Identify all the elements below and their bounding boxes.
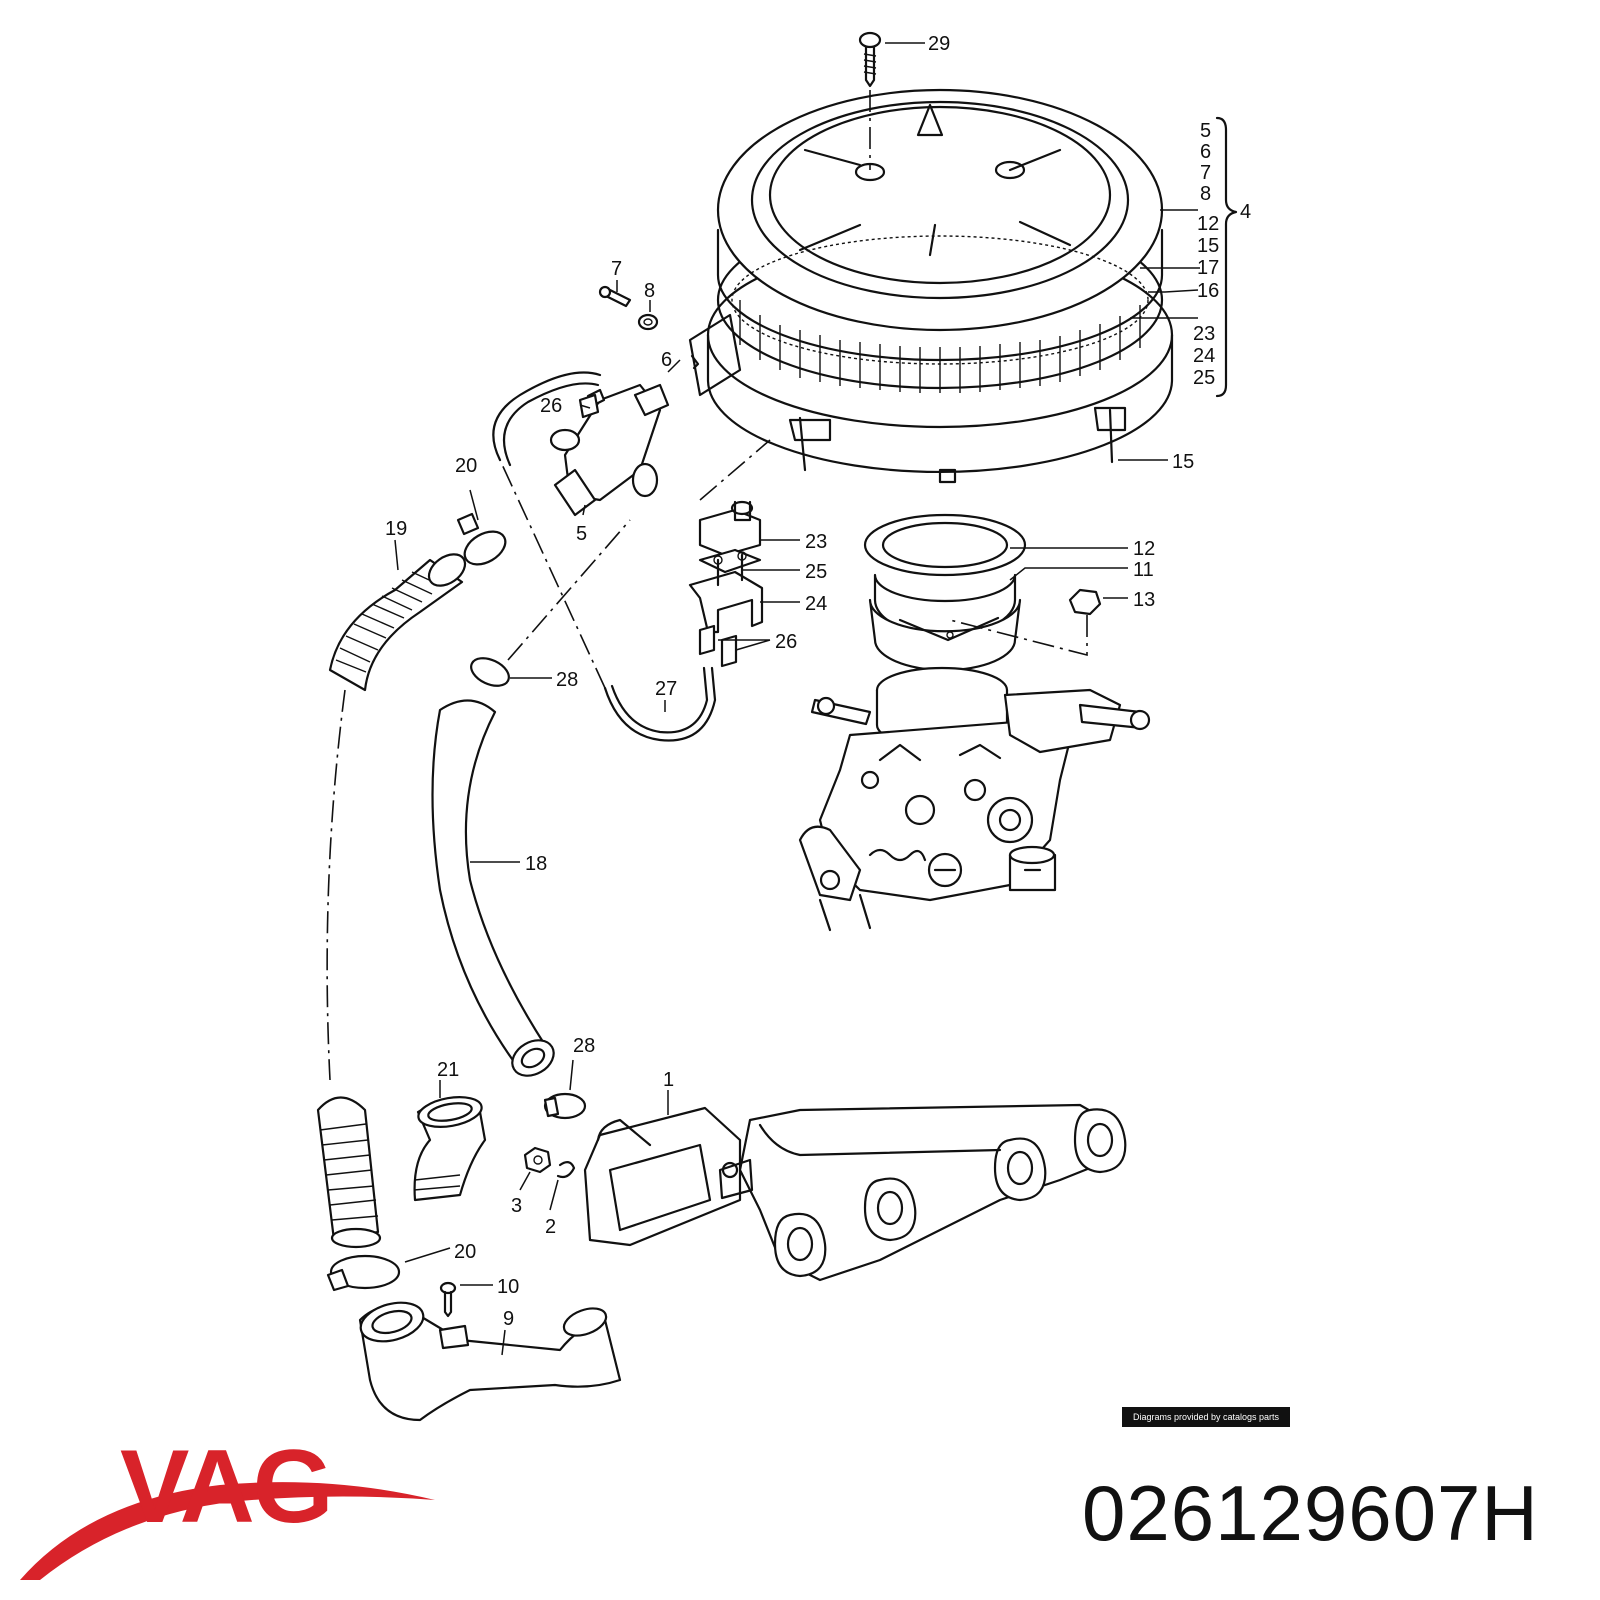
part-number: 026129607H bbox=[1082, 1469, 1539, 1557]
callout-23-bracket: 23 bbox=[805, 531, 827, 553]
callout-6: 6 bbox=[1200, 141, 1211, 163]
callout-8-washer: 8 bbox=[644, 280, 655, 302]
bracket-assembly bbox=[688, 439, 771, 668]
callout-5: 5 bbox=[1200, 120, 1211, 142]
hose-18 bbox=[431, 699, 555, 1077]
shroud-1 bbox=[583, 1106, 742, 1247]
hose-27 bbox=[499, 459, 717, 742]
callout-20-top: 20 bbox=[455, 455, 477, 477]
callout-29: 29 bbox=[928, 33, 950, 55]
hose-19 bbox=[326, 553, 467, 1081]
diagram-credit: Diagrams provided by catalogs parts bbox=[1122, 1407, 1290, 1427]
callout-1: 1 bbox=[663, 1069, 674, 1091]
adapter-11 bbox=[868, 573, 1022, 672]
clamp-20-top bbox=[456, 512, 507, 566]
callout-24-bracket: 24 bbox=[805, 593, 827, 615]
callout-12-gasket: 12 bbox=[1133, 538, 1155, 560]
callout-15: 15 bbox=[1197, 235, 1219, 257]
nut-3 bbox=[523, 1146, 552, 1174]
callout-12: 12 bbox=[1197, 213, 1219, 235]
exhaust-manifold bbox=[718, 1103, 1127, 1282]
leader-lines bbox=[394, 42, 1200, 1356]
vag-logo-swoosh bbox=[20, 1482, 435, 1580]
callout-5-valve: 5 bbox=[576, 523, 587, 545]
screw-7 bbox=[598, 285, 632, 308]
callout-28-bottom: 28 bbox=[573, 1035, 595, 1057]
callout-2: 2 bbox=[545, 1216, 556, 1238]
callout-21: 21 bbox=[437, 1059, 459, 1081]
callout-25-bracket: 25 bbox=[805, 561, 827, 583]
callout-15-clip: 15 bbox=[1172, 451, 1194, 473]
callout-4: 4 bbox=[1240, 201, 1251, 223]
callout-25: 25 bbox=[1193, 367, 1215, 389]
callout-23: 23 bbox=[1193, 323, 1215, 345]
callout-24: 24 bbox=[1193, 345, 1215, 367]
callout-8: 8 bbox=[1200, 183, 1211, 205]
callout-3: 3 bbox=[511, 1195, 522, 1217]
callout-7: 7 bbox=[1200, 162, 1211, 184]
callout-27: 27 bbox=[655, 678, 677, 700]
callout-16: 16 bbox=[1197, 280, 1219, 302]
callout-19: 19 bbox=[385, 518, 407, 540]
screw-10 bbox=[439, 1281, 457, 1318]
carburetor bbox=[798, 666, 1151, 932]
callout-28-top: 28 bbox=[556, 669, 578, 691]
nut-13 bbox=[949, 588, 1102, 657]
callout-9: 9 bbox=[503, 1308, 514, 1330]
brace-group-4 bbox=[1215, 116, 1238, 398]
hose-19-lower bbox=[316, 1096, 382, 1249]
elbow-21 bbox=[413, 1096, 487, 1202]
callout-26-valve: 26 bbox=[540, 395, 562, 417]
clip-6 bbox=[690, 354, 700, 370]
callout-11: 11 bbox=[1133, 559, 1154, 581]
screw-29 bbox=[858, 31, 882, 170]
washer-8 bbox=[637, 313, 659, 331]
callout-13: 13 bbox=[1133, 589, 1155, 611]
callout-7-small-screw: 7 bbox=[611, 258, 622, 280]
gasket-12 bbox=[863, 513, 1027, 577]
callout-26-bracket: 26 bbox=[775, 631, 797, 653]
callout-10: 10 bbox=[497, 1276, 519, 1298]
vag-logo: VAG bbox=[120, 1429, 334, 1545]
callouts: 29 5 6 7 8 12 15 17 16 23 24 25 4 7 8 6 … bbox=[385, 33, 1251, 1330]
logo-swoosh-icon bbox=[20, 1482, 435, 1580]
clamp-28-bottom bbox=[543, 1092, 587, 1120]
callout-20-bottom: 20 bbox=[454, 1241, 476, 1263]
duct-9 bbox=[358, 1301, 622, 1422]
clamp-28-top bbox=[470, 519, 631, 687]
callout-17: 17 bbox=[1197, 257, 1219, 279]
air-filter-housing bbox=[688, 88, 1174, 484]
valve-assembly-5 bbox=[492, 371, 670, 517]
washer-2 bbox=[556, 1161, 576, 1179]
callout-18: 18 bbox=[525, 853, 547, 875]
callout-6-clip: 6 bbox=[661, 349, 672, 371]
clamp-20-bottom bbox=[326, 1254, 401, 1292]
